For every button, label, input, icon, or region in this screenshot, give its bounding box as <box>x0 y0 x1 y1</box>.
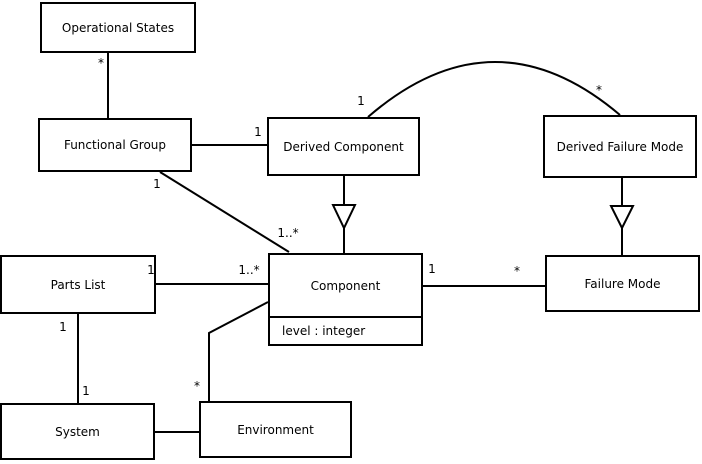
multiplicity-label: * <box>514 264 520 278</box>
class-derived-component[interactable]: Derived Component <box>267 117 420 176</box>
class-name-label: Derived Failure Mode <box>556 139 684 154</box>
class-component[interactable]: Component level : integer <box>268 253 423 346</box>
class-operational-states[interactable]: Operational States <box>40 2 196 53</box>
class-name-label: Functional Group <box>63 138 167 152</box>
edge-derived-component-derived-failure-mode-arc[interactable] <box>367 61 621 118</box>
multiplicity-label: 1..* <box>277 226 299 240</box>
multiplicity-label: 1..* <box>238 263 260 277</box>
class-name-label: Operational States <box>61 20 175 35</box>
class-failure-mode[interactable]: Failure Mode <box>545 255 700 312</box>
class-name-label: Failure Mode <box>584 276 661 291</box>
multiplicity-label: * <box>596 83 602 97</box>
multiplicity-label: 1 <box>428 262 436 276</box>
class-system[interactable]: System <box>0 403 155 460</box>
edge-functional-group-component[interactable] <box>159 171 290 253</box>
class-name-label: Parts List <box>50 277 106 292</box>
class-name-label: Component <box>310 278 381 293</box>
class-name-compartment: Component <box>270 255 421 316</box>
edge-environment-component[interactable] <box>208 301 269 401</box>
class-name-label: Environment <box>237 422 314 437</box>
multiplicity-label: 1 <box>82 384 90 398</box>
generalization-arrow-derived-component-icon <box>331 204 357 231</box>
multiplicity-label: * <box>98 56 104 70</box>
class-name-label: Derived Component <box>283 139 404 154</box>
multiplicity-label: 1 <box>357 94 365 108</box>
generalization-arrow-derived-failure-mode-icon <box>609 205 635 231</box>
multiplicity-label: 1 <box>147 263 155 277</box>
multiplicity-label: 1 <box>153 177 161 191</box>
class-attribute-label: level : integer <box>282 324 366 338</box>
multiplicity-label: * <box>194 379 200 393</box>
class-attributes-compartment: level : integer <box>270 316 421 344</box>
multiplicity-label: 1 <box>254 125 262 139</box>
multiplicity-label: 1 <box>59 320 67 334</box>
class-name-label: System <box>55 424 100 439</box>
class-functional-group[interactable]: Functional Group <box>38 118 192 172</box>
class-parts-list[interactable]: Parts List <box>0 255 156 314</box>
class-environment[interactable]: Environment <box>199 401 352 458</box>
class-derived-failure-mode[interactable]: Derived Failure Mode <box>543 115 697 178</box>
